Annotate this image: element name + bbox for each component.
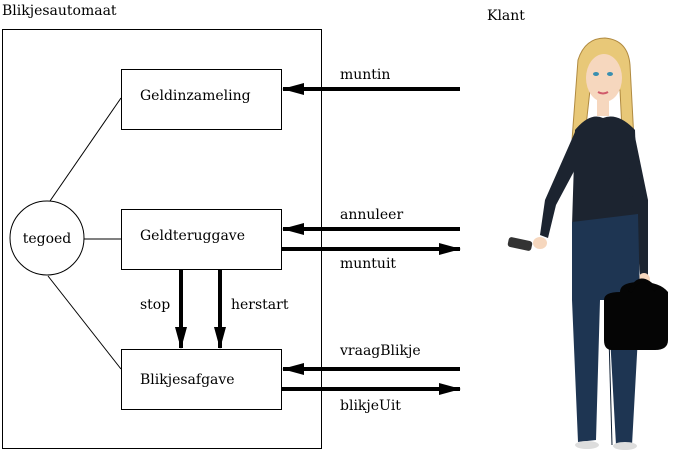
actor-label: Klant xyxy=(487,8,525,24)
collection-label: Geldinzameling xyxy=(140,88,251,104)
stop-label: stop xyxy=(140,297,170,313)
credit-label: tegoed xyxy=(23,231,72,247)
system-boundary xyxy=(2,29,322,449)
coin-in-label: muntin xyxy=(340,67,390,83)
dispense-label: Blikjesafgave xyxy=(140,372,235,388)
credit-node xyxy=(9,200,85,276)
can-out-label: blikjeUit xyxy=(340,398,401,414)
customer-illustration xyxy=(507,37,668,450)
collection-box xyxy=(121,69,282,130)
link-credit-collection xyxy=(49,97,122,202)
cancel-label: annuleer xyxy=(340,207,403,223)
restart-label: herstart xyxy=(231,297,289,313)
dispense-box xyxy=(121,349,282,410)
refund-label: Geldteruggave xyxy=(140,228,245,244)
refund-box xyxy=(121,209,282,270)
request-can-label: vraagBlikje xyxy=(339,343,421,359)
link-credit-dispense xyxy=(47,275,122,370)
coin-out-label: muntuit xyxy=(340,256,396,272)
system-title: Blikjesautomaat xyxy=(2,3,117,19)
